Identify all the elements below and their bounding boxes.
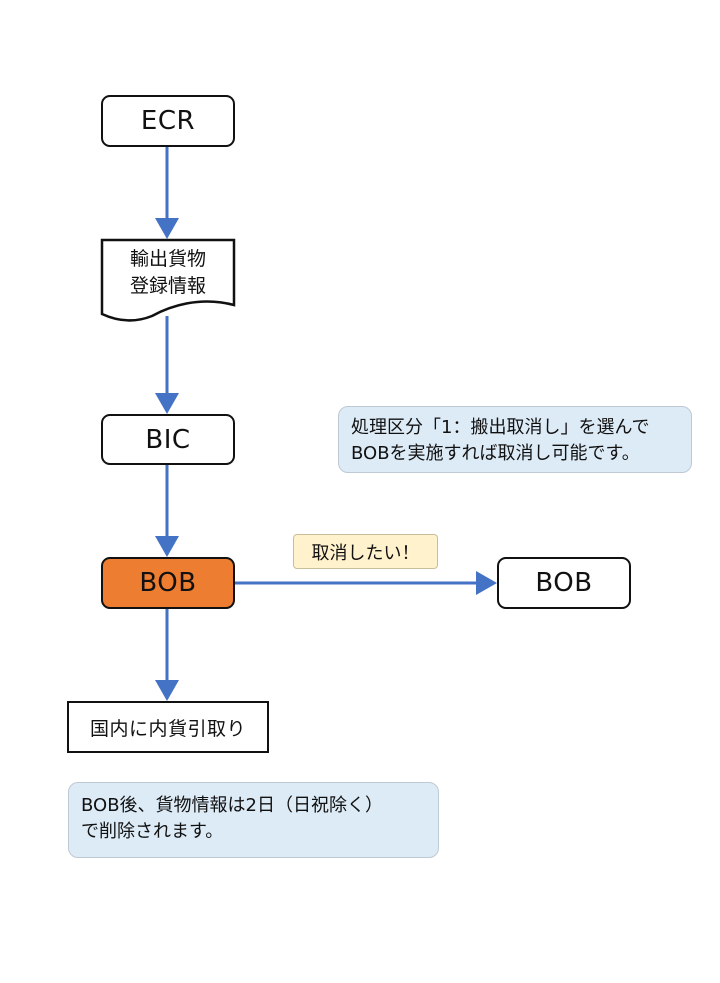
- node-domestic-pickup: 国内に内貨引取り: [67, 701, 269, 753]
- document-shape: [100, 238, 236, 322]
- node-ecr: ECR: [101, 95, 235, 147]
- node-bic: BIC: [101, 414, 235, 465]
- node-bob-cancel: BOB: [497, 557, 631, 609]
- node-bob-main: BOB: [101, 557, 235, 609]
- note-cancel-method: 処理区分「1：搬出取消し」を選んで BOBを実施すれば取消し可能です。: [338, 406, 692, 473]
- node-export-cargo-info: 輸出貨物 登録情報: [129, 248, 206, 297]
- note-deletion: BOB後、貨物情報は2日（日祝除く） で削除されます。: [68, 782, 439, 858]
- callout-want-cancel: 取消したい！: [293, 534, 438, 569]
